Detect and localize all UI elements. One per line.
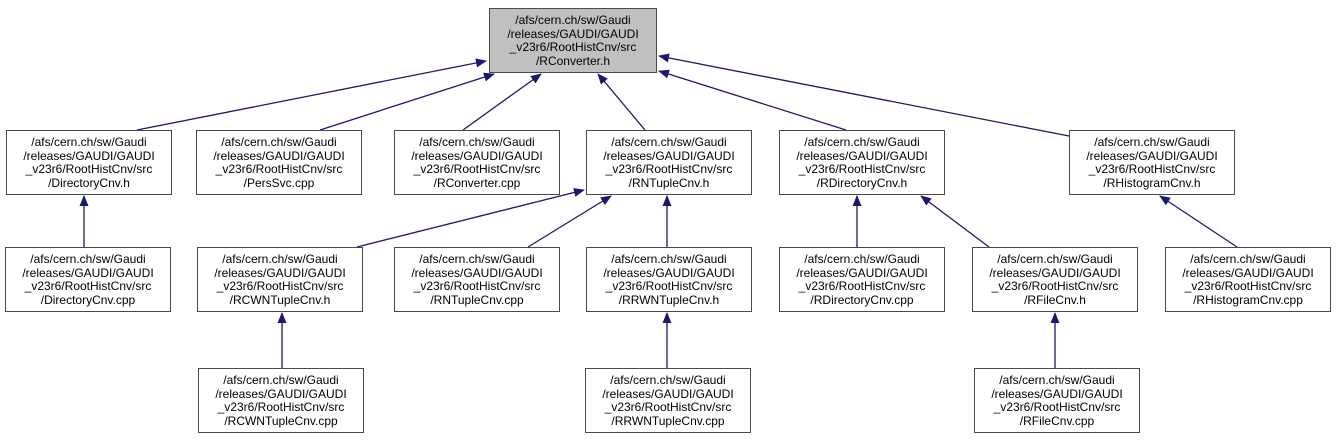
edge-rconverter_cpp-to-rconverter_h: [462, 73, 542, 131]
graph-node-rrwntuplecnv_cpp[interactable]: /afs/cern.ch/sw/Gaudi /releases/GAUDI/GA…: [585, 368, 751, 433]
graph-node-directorycnv_cpp[interactable]: /afs/cern.ch/sw/Gaudi /releases/GAUDI/GA…: [5, 247, 171, 312]
graph-node-perssvc_cpp[interactable]: /afs/cern.ch/sw/Gaudi /releases/GAUDI/GA…: [196, 130, 362, 195]
edge-rhistogramcnv_cpp-to-rhistogramcnv_h: [1159, 195, 1238, 248]
edge-rdirectorycnv_h-to-rconverter_h: [658, 69, 847, 131]
edge-perssvc_cpp-to-rconverter_h: [319, 72, 495, 131]
edge-rntuplecnv_cpp-to-rntuplecnv_h: [527, 195, 612, 248]
graph-node-rconverter_cpp[interactable]: /afs/cern.ch/sw/Gaudi /releases/GAUDI/GA…: [394, 130, 560, 195]
graph-node-rhistogramcnv_h[interactable]: /afs/cern.ch/sw/Gaudi /releases/GAUDI/GA…: [1069, 130, 1235, 195]
graph-node-rcwntuplecnv_cpp[interactable]: /afs/cern.ch/sw/Gaudi /releases/GAUDI/GA…: [198, 368, 364, 433]
graph-node-rdirectorycnv_cpp[interactable]: /afs/cern.ch/sw/Gaudi /releases/GAUDI/GA…: [779, 247, 945, 312]
edge-rfilecnv_h-to-rdirectorycnv_h: [920, 195, 990, 248]
edge-rhistogramcnv_h-to-rconverter_h: [658, 53, 1070, 137]
edge-rcwntuplecnv_h-to-rntuplecnv_h: [356, 188, 585, 248]
graph-node-rcwntuplecnv_h[interactable]: /afs/cern.ch/sw/Gaudi /releases/GAUDI/GA…: [197, 247, 363, 312]
graph-node-rrwntuplecnv_h[interactable]: /afs/cern.ch/sw/Gaudi /releases/GAUDI/GA…: [586, 247, 752, 312]
edge-rntuplecnv_h-to-rconverter_h: [597, 73, 646, 131]
graph-node-rdirectorycnv_h[interactable]: /afs/cern.ch/sw/Gaudi /releases/GAUDI/GA…: [779, 130, 945, 195]
graph-node-directorycnv_h[interactable]: /afs/cern.ch/sw/Gaudi /releases/GAUDI/GA…: [6, 130, 172, 195]
graph-node-rntuplecnv_cpp[interactable]: /afs/cern.ch/sw/Gaudi /releases/GAUDI/GA…: [394, 247, 560, 312]
graph-node-rfilecnv_cpp[interactable]: /afs/cern.ch/sw/Gaudi /releases/GAUDI/GA…: [974, 368, 1140, 433]
edge-directorycnv_h-to-rconverter_h: [136, 58, 487, 131]
graph-node-rhistogramcnv_cpp[interactable]: /afs/cern.ch/sw/Gaudi /releases/GAUDI/GA…: [1165, 247, 1331, 312]
graph-node-rntuplecnv_h[interactable]: /afs/cern.ch/sw/Gaudi /releases/GAUDI/GA…: [586, 130, 752, 195]
graph-node-rfilecnv_h[interactable]: /afs/cern.ch/sw/Gaudi /releases/GAUDI/GA…: [972, 247, 1138, 312]
graph-node-rconverter_h[interactable]: /afs/cern.ch/sw/Gaudi /releases/GAUDI/GA…: [489, 8, 657, 73]
